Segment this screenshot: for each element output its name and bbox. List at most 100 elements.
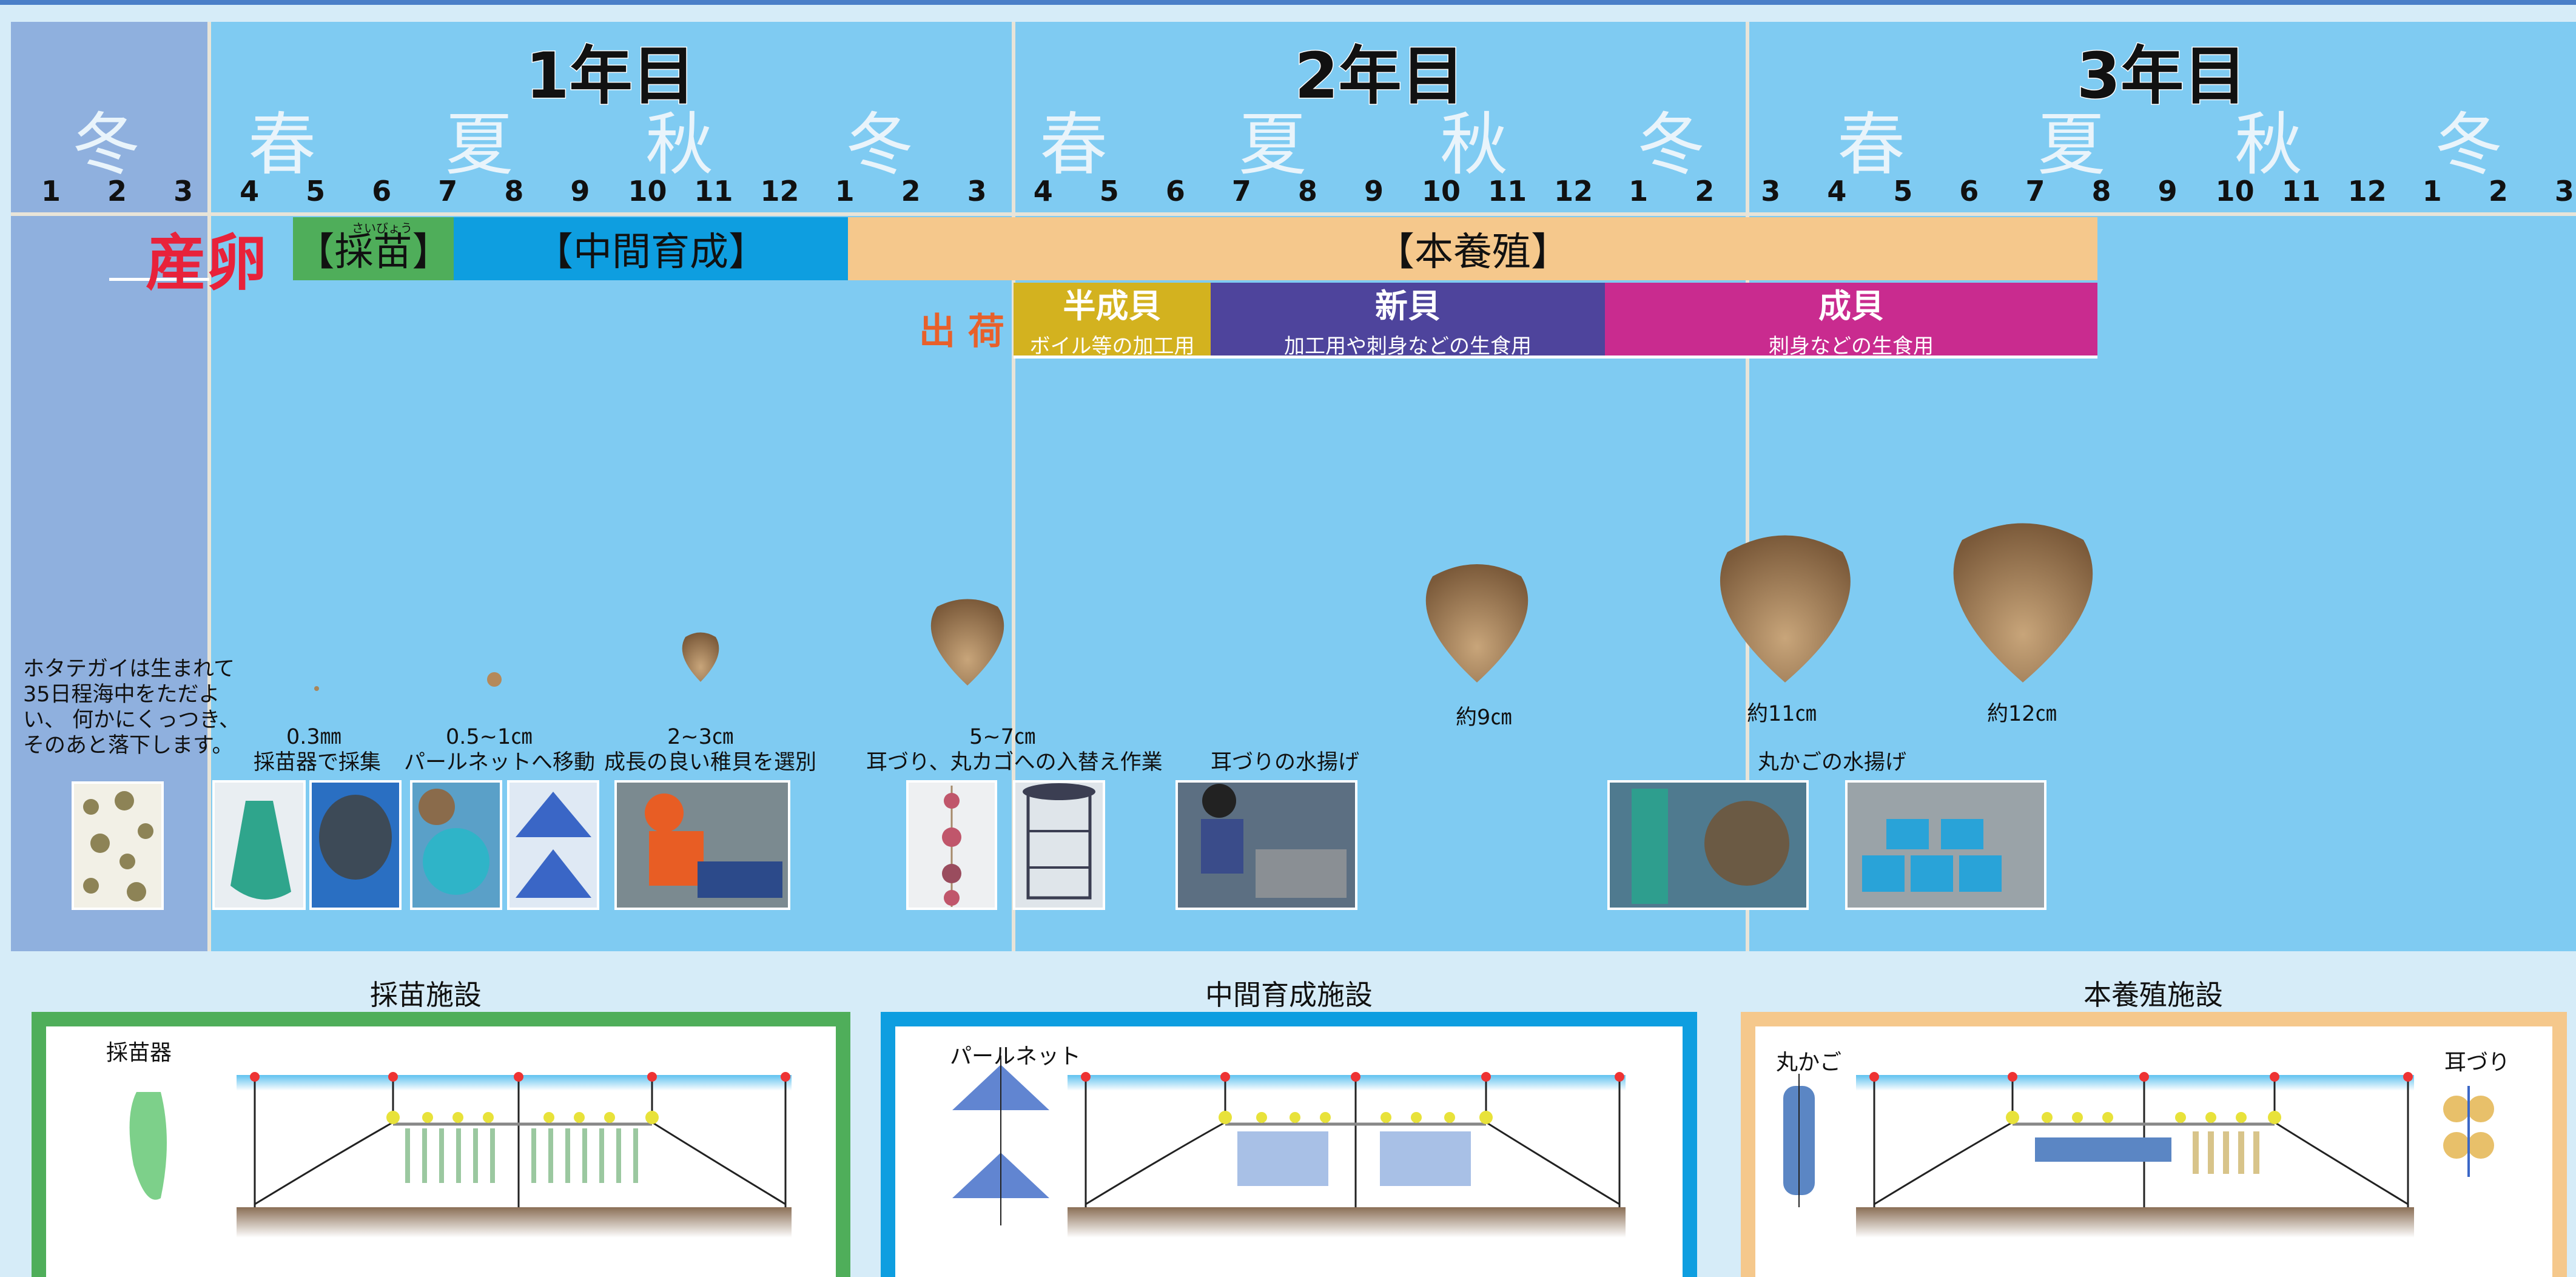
stage-hon: 【本養殖】 [848, 217, 2097, 280]
month-label: 7 [438, 175, 458, 207]
shipping-shingai-title: 新貝 [1375, 287, 1441, 325]
month-label: 10 [628, 175, 667, 207]
season-label: 秋 [645, 106, 713, 184]
spawning-label: 産卵 [146, 227, 267, 298]
size-9cm: 約9㎝ [1456, 706, 1512, 730]
month-label: 1 [2422, 175, 2442, 207]
stage-saimyo-ruby: さいびょう [352, 221, 412, 235]
scallop-9cm [1425, 564, 1528, 682]
season-label: 秋 [2235, 106, 2302, 184]
month-label: 1 [835, 175, 855, 207]
photo-marukago [1013, 780, 1105, 910]
divider-year1 [207, 22, 211, 951]
stage-saimyo-label: 【採苗】 [295, 230, 451, 275]
photo-bucket [309, 780, 402, 910]
year-2: 2年目 [1294, 38, 1465, 114]
photo-marukago-harvest-1 [1607, 780, 1809, 910]
month-label: 1 [1629, 175, 1649, 207]
size-11cm: 約11㎝ [1747, 702, 1817, 726]
month-label: 10 [1422, 175, 1461, 207]
photo-pearlnet [507, 780, 599, 910]
diagram-hon [1783, 1072, 2494, 1238]
season-label: 春 [248, 106, 316, 184]
activity-mimizuri-harvest: 耳づりの水揚げ [1211, 750, 1360, 775]
stage-chukan-label: 【中間育成】 [534, 230, 767, 275]
month-label: 9 [2157, 175, 2177, 207]
facility-saimyo-label: 採苗器 [106, 1040, 172, 1065]
facility-chukan-label: パールネット [950, 1044, 1081, 1069]
month-label: 11 [1488, 175, 1527, 207]
month-label: 8 [1297, 175, 1317, 207]
month-label: 4 [1827, 175, 1847, 207]
month-label: 2 [1695, 175, 1715, 207]
scallop-03mm [314, 686, 319, 691]
month-label: 5 [1893, 175, 1913, 207]
size-1cm: 0.5~1㎝ [446, 725, 533, 749]
photo-larvae [72, 781, 164, 910]
month-label: 6 [372, 175, 392, 207]
month-label: 7 [1231, 175, 1251, 207]
scallop-1cm [487, 672, 502, 687]
month-label: 2 [901, 175, 921, 207]
top-bar [0, 0, 2576, 5]
month-label: 4 [240, 175, 260, 207]
shipping-hanseigai-title: 半成貝 [1063, 287, 1162, 325]
photo-mimizuri [906, 780, 997, 910]
scallop-3cm [682, 632, 719, 682]
month-label: 8 [504, 175, 524, 207]
month-label: 7 [2025, 175, 2045, 207]
season-label: 夏 [1239, 106, 1306, 184]
season-label: 冬 [72, 106, 140, 184]
activity-marukago-harvest: 丸かごの水揚げ [1758, 750, 1907, 775]
month-label: 9 [1364, 175, 1384, 207]
facility-saimyo-title: 採苗施設 [370, 979, 482, 1011]
size-03mm: 0.3㎜ [286, 725, 341, 749]
shipping-underline [1014, 355, 2097, 359]
scallop-12cm [1953, 523, 2093, 682]
photo-marukago-harvest-2 [1845, 780, 2046, 910]
diagram-saimyo [129, 1072, 792, 1238]
month-label: 4 [1033, 175, 1053, 207]
month-label: 2 [107, 175, 127, 207]
month-label: 10 [2215, 175, 2255, 207]
season-label: 冬 [2435, 106, 2503, 184]
month-label: 6 [1165, 175, 1185, 207]
divider-year3 [1746, 22, 1749, 951]
month-label: 11 [2281, 175, 2321, 207]
month-label: 11 [694, 175, 733, 207]
photo-collector [212, 780, 306, 910]
shipping-hanseigai: 半成貝 ボイル等の加工用 [1014, 283, 1211, 359]
photo-mimizuri-harvest [1175, 780, 1357, 910]
month-label: 9 [570, 175, 590, 207]
month-label: 6 [1959, 175, 1979, 207]
size-3cm: 2~3㎝ [667, 725, 733, 749]
season-label: 春 [1040, 106, 1108, 184]
shipping-seigai: 成貝 刺身などの生食用 [1605, 283, 2097, 359]
year-3: 3年目 [2076, 38, 2247, 114]
month-label: 2 [2488, 175, 2508, 207]
season-label: 冬 [846, 106, 913, 184]
month-label: 3 [2554, 175, 2574, 207]
facility-hon-label-right: 耳づり [2444, 1050, 2510, 1075]
life-note: ホタテガイは生まれて 35日程海中をただよい、 何かにくっつき、 そのあと落下し… [23, 657, 240, 758]
stage-hon-label: 【本養殖】 [1376, 230, 1570, 275]
season-label: 秋 [1440, 106, 1508, 184]
month-label: 1 [41, 175, 61, 207]
month-label: 12 [760, 175, 799, 207]
header-divider [11, 212, 2576, 216]
season-label: 夏 [2037, 106, 2105, 184]
season-label: 夏 [445, 106, 513, 184]
shipping-shingai-sub: 加工用や刺身などの生食用 [1284, 334, 1532, 359]
shipping-shingai: 新貝 加工用や刺身などの生食用 [1211, 283, 1605, 359]
month-label: 8 [2091, 175, 2111, 207]
spawning-underline [109, 278, 209, 281]
shipping-label: 出 荷 [919, 311, 1004, 353]
month-label: 5 [1099, 175, 1119, 207]
activity-transfer: 耳づり、丸カゴへの入替え作業 [866, 750, 1163, 775]
season-label: 春 [1837, 106, 1905, 184]
month-label: 3 [1761, 175, 1781, 207]
size-12cm: 約12㎝ [1987, 702, 2057, 726]
size-7cm: 5~7㎝ [969, 725, 1035, 749]
stage-chukan: 【中間育成】 [454, 217, 848, 280]
scallop-7cm [930, 599, 1004, 686]
